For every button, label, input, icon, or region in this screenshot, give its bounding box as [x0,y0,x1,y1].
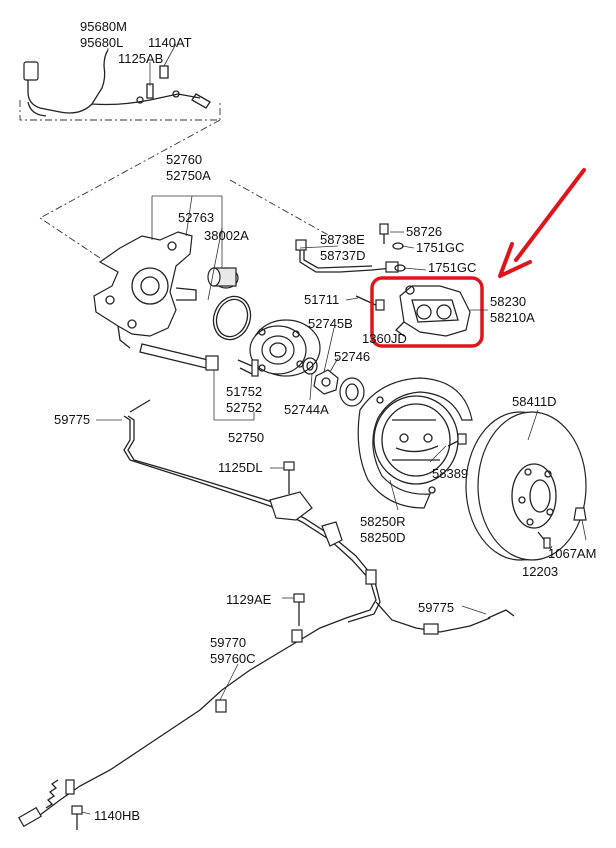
label-51752: 51752 [226,384,262,399]
wheel-speed-sensor [23,49,211,117]
disc-screw [537,531,551,549]
label-52760: 52760 [166,152,202,167]
label-52750: 52750 [228,430,264,445]
label-58250d: 58250D [360,530,406,545]
label-1140at: 1140AT [148,35,192,50]
snap-ring [212,295,252,341]
hub-cap [339,377,365,407]
dust-cap [302,357,318,375]
label-1360jd: 1360JD [362,331,407,346]
label-1125ab: 1125AB [118,51,163,66]
cable-bolt-1140hb [71,805,83,830]
label-59770: 59770 [210,635,246,650]
label-1125dl: 1125DL [218,460,263,475]
brake-disc [465,411,587,561]
label-95680m: 95680M [80,19,127,34]
parking-brake-cable-rear [375,601,515,635]
label-59775-front: 59775 [54,412,90,427]
backing-plate-bolt [447,433,467,447]
parking-brake-cable-front [35,399,381,819]
label-1140hb: 1140HB [94,808,140,823]
label-59775-rear: 59775 [418,600,454,615]
label-58411d: 58411D [512,394,557,409]
cable-bolt-1125dl [283,461,295,494]
highlight-arrow [498,168,586,278]
label-1751gc-top: 1751GC [416,240,464,255]
cable-bolt-1129ae [293,593,305,626]
caliper-highlight-box [370,276,484,348]
label-58389: 58389 [432,466,468,481]
cable-brackets [65,491,377,795]
label-51711: 51711 [304,292,339,307]
label-58738e: 58738E [320,232,365,247]
label-52763: 52763 [178,210,214,225]
caliper-bolt [355,295,385,311]
cable-end [18,779,59,828]
label-58210a: 58210A [490,310,535,325]
rear-knuckle [93,231,197,349]
label-1751gc-bottom: 1751GC [428,260,476,275]
copper-washers [392,242,406,272]
label-58726: 58726 [406,224,442,239]
hub-bolts [237,359,259,377]
assembly-boundary-lines [19,100,331,259]
disc-plug [573,507,587,521]
label-12203: 12203 [522,564,558,579]
label-52744a: 52744A [284,402,329,417]
label-59760c: 59760C [210,651,256,666]
label-52745b: 52745B [308,316,353,331]
bushing [207,267,239,289]
label-1129ae: 1129AE [226,592,272,607]
label-1067am: 1067AM [548,546,596,561]
label-58230: 58230 [490,294,526,309]
label-95680l: 95680L [80,35,123,50]
label-52750a: 52750A [166,168,211,183]
label-38002a: 38002A [204,228,249,243]
label-52746: 52746 [334,349,370,364]
brake-hose [295,239,399,273]
bleeder-screw [379,223,389,244]
brake-caliper [395,285,471,337]
label-58737d: 58737D [320,248,366,263]
knuckle-bolt [139,343,219,371]
label-52752: 52752 [226,400,262,415]
hub-nut [313,369,339,395]
label-58250r: 58250R [360,514,406,529]
hub-bearing [249,319,321,377]
